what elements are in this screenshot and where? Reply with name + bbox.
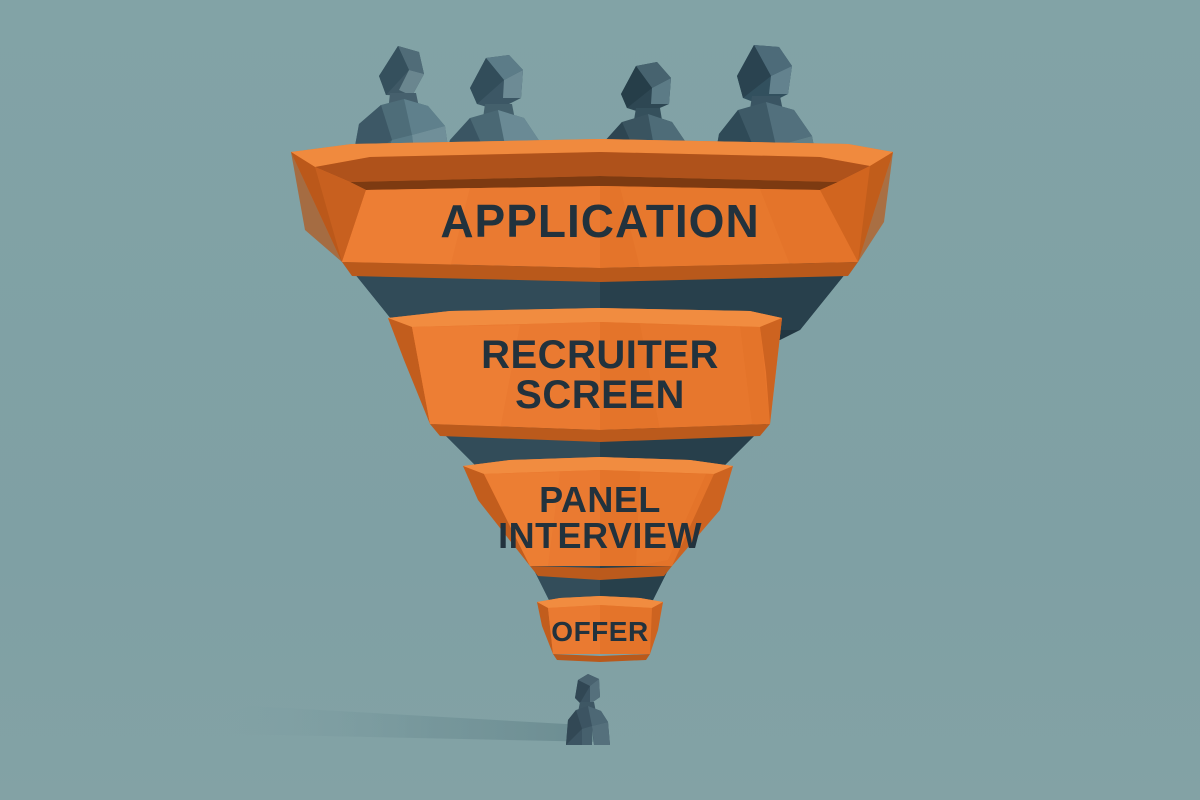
- stage-label-panel-line2: INTERVIEW: [498, 515, 702, 556]
- funnel-stage-offer[interactable]: OFFER: [537, 596, 663, 662]
- hired-candidate-figure: [566, 674, 610, 745]
- stage-label-panel-line1: PANEL: [539, 479, 661, 520]
- ground-shadow: [215, 706, 603, 742]
- funnel-stage-panel-interview[interactable]: PANEL INTERVIEW: [463, 457, 733, 580]
- funnel-stage-recruiter-screen[interactable]: RECRUITER SCREEN: [388, 308, 782, 442]
- stage-label-application: APPLICATION: [440, 195, 759, 247]
- stage-label-recruiter-line2: SCREEN: [515, 373, 685, 417]
- funnel-stage-application[interactable]: APPLICATION: [291, 139, 893, 282]
- stage-label-offer: OFFER: [551, 616, 648, 647]
- stage-label-recruiter-line1: RECRUITER: [481, 333, 719, 377]
